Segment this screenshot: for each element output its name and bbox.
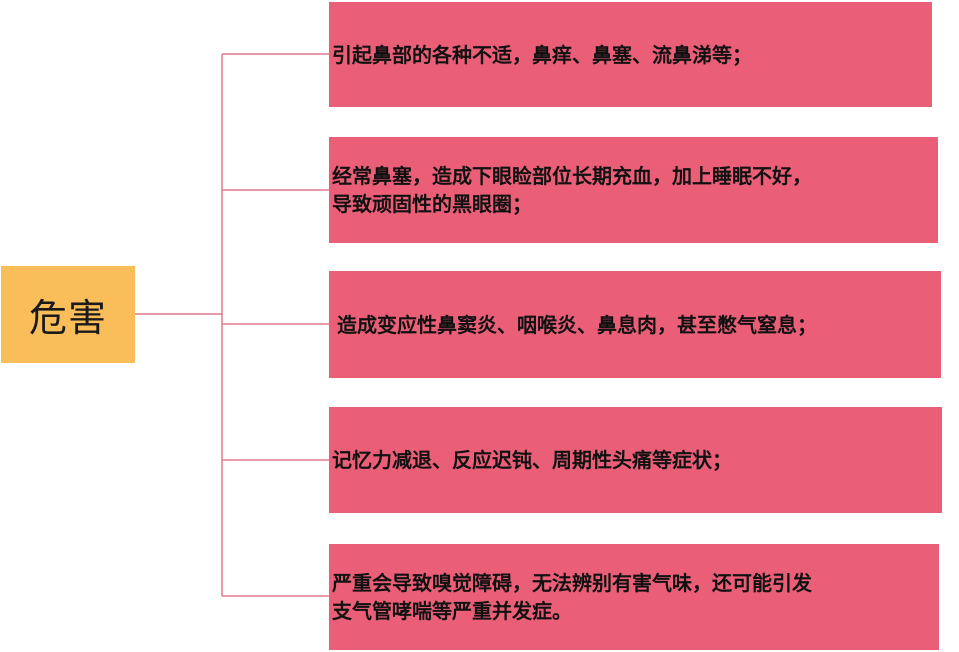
root-label: 危害: [28, 296, 107, 340]
harm-item-text-line-1: 严重会导致嗅觉障碍，无法辨别有害气味，还可能引发: [332, 571, 812, 595]
harm-item-2: 经常鼻塞，造成下眼睑部位长期充血，加上睡眠不好， 导致顽固性的黑眼圈；: [329, 137, 938, 243]
harm-item-text-line-1: 经常鼻塞，造成下眼睑部位长期充血，加上睡眠不好，: [332, 164, 812, 188]
harm-item-text: 严重会导致嗅觉障碍，无法辨别有害气味，还可能引发 支气管哮喘等严重并发症。: [332, 569, 812, 625]
harm-item-text: 造成变应性鼻窦炎、咽喉炎、鼻息肉，甚至憋气窒息；: [337, 312, 817, 337]
harm-item-text: 引起鼻部的各种不适，鼻痒、鼻塞、流鼻涕等；: [332, 42, 752, 67]
harm-item-text-line-2: 导致顽固性的黑眼圈；: [332, 192, 532, 216]
harm-item-text: 经常鼻塞，造成下眼睑部位长期充血，加上睡眠不好， 导致顽固性的黑眼圈；: [332, 162, 812, 218]
harm-item-3: 造成变应性鼻窦炎、咽喉炎、鼻息肉，甚至憋气窒息；: [329, 271, 941, 378]
harm-item-text-line-2: 支气管哮喘等严重并发症。: [332, 599, 572, 623]
harm-item-5: 严重会导致嗅觉障碍，无法辨别有害气味，还可能引发 支气管哮喘等严重并发症。: [329, 544, 939, 650]
harm-item-1: 引起鼻部的各种不适，鼻痒、鼻塞、流鼻涕等；: [329, 2, 932, 107]
root-node: 危害: [1, 266, 135, 363]
harm-item-4: 记忆力减退、反应迟钝、周期性头痛等症状；: [329, 407, 942, 513]
harm-item-text: 记忆力减退、反应迟钝、周期性头痛等症状；: [332, 448, 732, 472]
